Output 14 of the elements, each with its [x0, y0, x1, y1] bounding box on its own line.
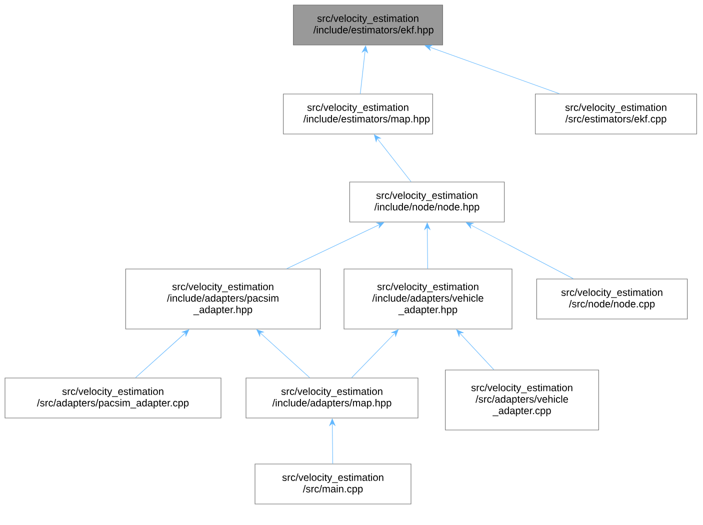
arrow	[135, 329, 190, 378]
file-box: src/velocity_estimation /src/adapters/pacsim_adapter.cpp	[4, 378, 222, 418]
file-box: src/velocity_estimation /src/estimators/ekf.cpp	[535, 94, 697, 134]
file-box: src/velocity_estimation /src/node/node.cpp	[536, 278, 688, 320]
file-box: src/velocity_estimation /include/adapters/pacsim _adapter.hpp	[125, 268, 321, 330]
arrow	[466, 222, 574, 279]
file-box: src/velocity_estimation /include/estimators/ekf.hpp	[293, 4, 443, 46]
file-box: src/velocity_estimation /include/adapters/vehicle _adapter.hpp	[344, 268, 512, 330]
file-box: src/velocity_estimation /src/main.cpp	[254, 464, 412, 504]
file-box: src/velocity_estimation /include/adapters/map.hpp	[246, 378, 418, 418]
file-box: src/velocity_estimation /src/adapters/vehicle _adapter.cpp	[445, 370, 599, 430]
arrow	[286, 222, 384, 269]
file-box: src/velocity_estimation /include/estimators/map.hpp	[283, 94, 433, 134]
file-box: src/velocity_estimation /include/node/node.hpp	[349, 182, 505, 222]
